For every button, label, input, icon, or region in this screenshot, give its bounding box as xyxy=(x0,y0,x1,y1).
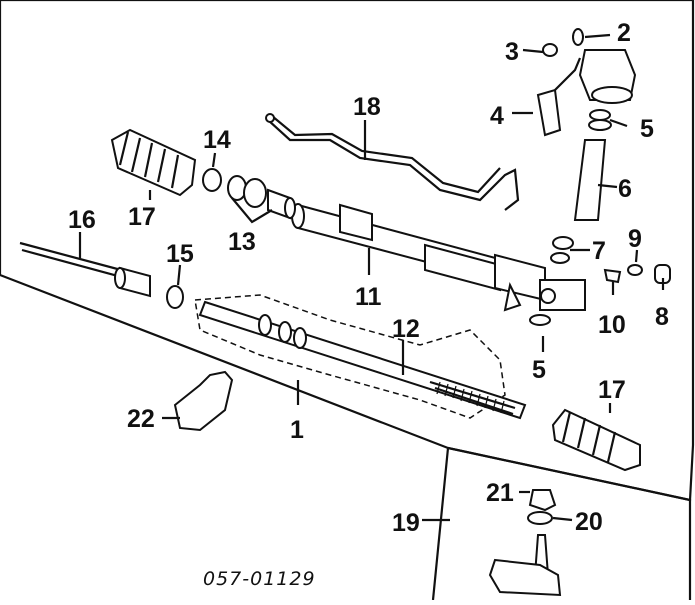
callout-10: 10 xyxy=(598,311,626,339)
diagram-code: 057-01129 xyxy=(203,568,316,590)
callout-12: 12 xyxy=(392,315,420,343)
callout-6: 6 xyxy=(618,175,632,203)
callout-labels: 2 3 4 5 6 7 9 8 10 5 18 14 17 13 16 15 1… xyxy=(68,19,669,537)
boot-right xyxy=(551,408,641,472)
callout-22: 22 xyxy=(127,405,155,433)
callout-9: 9 xyxy=(628,225,642,253)
callout-1: 1 xyxy=(290,416,304,444)
clip-10 xyxy=(603,268,622,284)
leader-lines xyxy=(78,33,665,522)
callout-7: 7 xyxy=(592,237,606,265)
callout-4: 4 xyxy=(490,102,504,130)
seals-13 xyxy=(227,175,296,224)
ring-14 xyxy=(202,168,222,192)
bolt-9 xyxy=(627,264,643,276)
callout-8: 8 xyxy=(655,303,669,331)
callout-5-upper: 5 xyxy=(640,115,654,143)
callout-21: 21 xyxy=(486,479,514,507)
callout-14: 14 xyxy=(203,126,231,154)
rack-bar xyxy=(194,294,527,420)
callout-17-left: 17 xyxy=(128,203,156,231)
callout-19: 19 xyxy=(392,509,420,537)
callout-17-right: 17 xyxy=(598,376,626,404)
callout-13: 13 xyxy=(228,228,256,256)
clamp-bracket-22 xyxy=(173,370,234,432)
callout-18: 18 xyxy=(353,93,381,121)
callout-5-lower: 5 xyxy=(532,356,546,384)
assembly-frame xyxy=(0,0,695,502)
tie-rod-end-inset-frame xyxy=(431,446,692,601)
inner-tie-rod xyxy=(19,241,151,298)
callout-3: 3 xyxy=(505,38,519,66)
feed-pipe xyxy=(265,113,520,211)
rack-housing xyxy=(291,203,586,312)
boot-left xyxy=(110,128,197,197)
callout-11: 11 xyxy=(355,283,382,311)
tie-rod-end xyxy=(488,489,562,597)
callout-16: 16 xyxy=(68,206,96,234)
callout-2: 2 xyxy=(617,19,631,47)
callout-20: 20 xyxy=(575,508,603,536)
valve-body xyxy=(529,28,637,326)
callout-15: 15 xyxy=(166,240,194,268)
ring-15 xyxy=(166,285,184,309)
